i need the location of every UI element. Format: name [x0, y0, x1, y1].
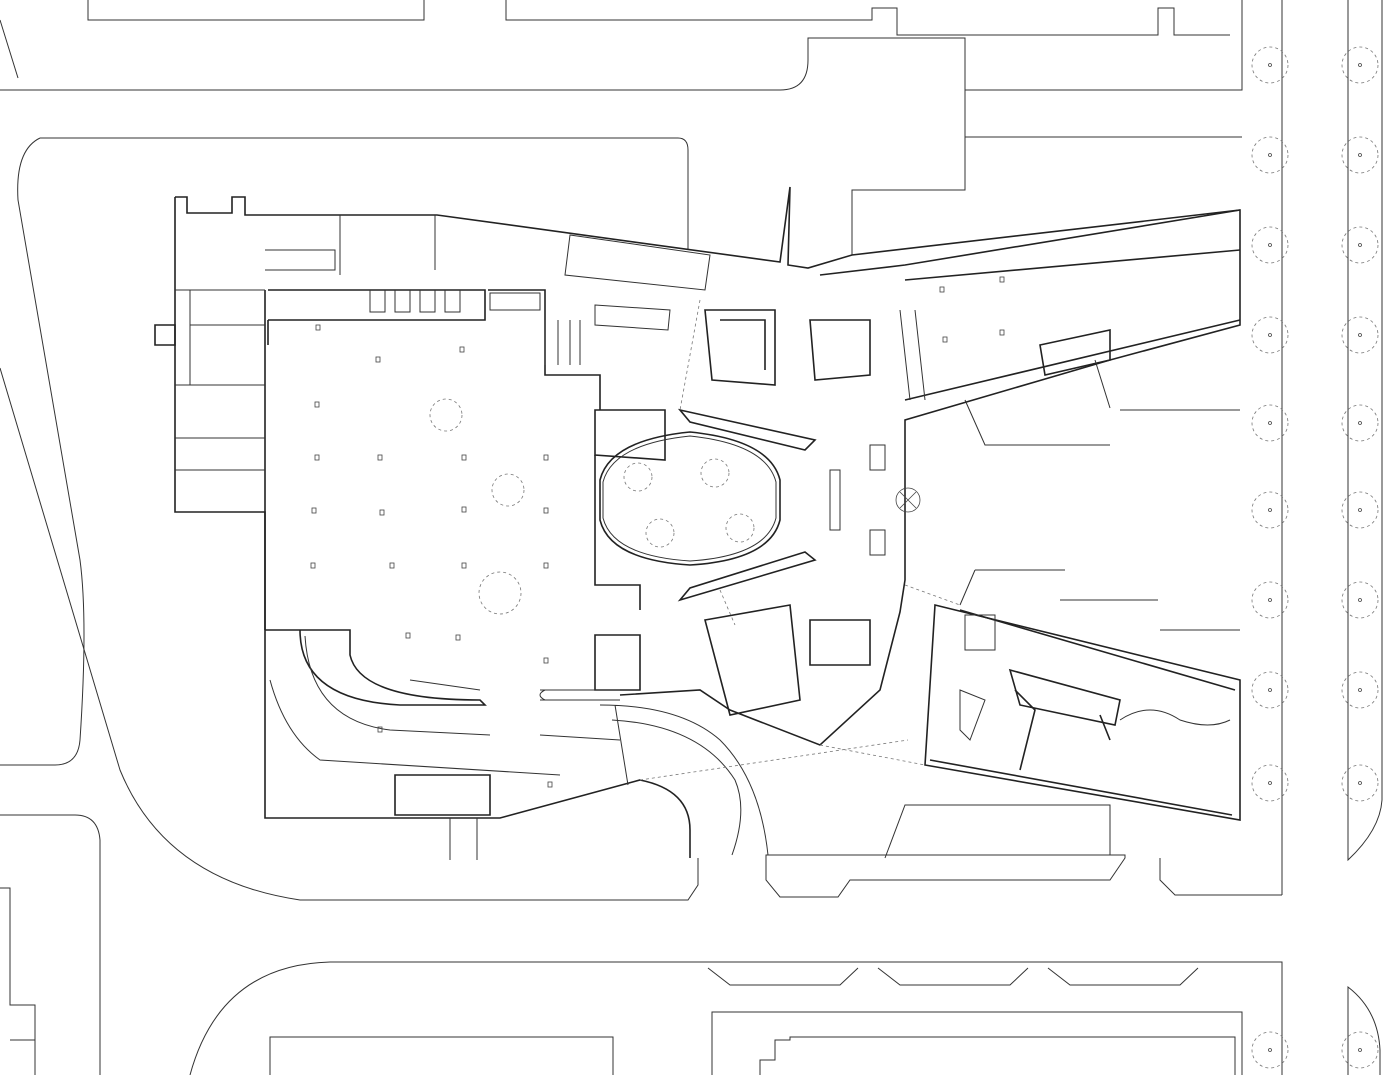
column	[315, 324, 321, 331]
tree	[1341, 316, 1379, 354]
column	[939, 286, 945, 293]
tree-center	[1268, 153, 1272, 157]
column	[543, 657, 549, 664]
column	[377, 454, 383, 461]
tree-center	[1268, 688, 1272, 692]
tree	[1251, 1031, 1289, 1069]
tree	[1251, 136, 1289, 174]
column	[314, 454, 320, 461]
column	[999, 329, 1005, 336]
tree	[1251, 316, 1289, 354]
building-outline	[154, 186, 1241, 860]
tree-center	[1358, 508, 1362, 512]
street-trees	[1251, 46, 1379, 1069]
column	[547, 781, 553, 788]
tree-center	[1268, 508, 1272, 512]
column	[455, 634, 461, 641]
tree	[1341, 136, 1379, 174]
column	[314, 401, 320, 408]
tree	[1341, 764, 1379, 802]
tree	[1251, 404, 1289, 442]
tree-center	[1358, 63, 1362, 67]
tree	[1251, 46, 1289, 84]
column	[942, 336, 948, 343]
column	[375, 356, 381, 363]
main-hall	[429, 299, 961, 781]
tree	[1341, 581, 1379, 619]
tree-center	[1268, 243, 1272, 247]
column	[377, 726, 383, 733]
tree-center	[1358, 421, 1362, 425]
tree	[1251, 671, 1289, 709]
tree-center	[1268, 333, 1272, 337]
tree	[1341, 1031, 1379, 1069]
tree-center	[1268, 63, 1272, 67]
tree-center	[1358, 1048, 1362, 1052]
tree-center	[1358, 333, 1362, 337]
tree	[1341, 46, 1379, 84]
tree	[1251, 226, 1289, 264]
column	[389, 562, 395, 569]
tree	[1341, 491, 1379, 529]
column	[543, 454, 549, 461]
column	[461, 454, 467, 461]
tree-center	[1358, 598, 1362, 602]
tree-center	[1358, 243, 1362, 247]
column	[459, 346, 465, 353]
tree	[1341, 404, 1379, 442]
column	[999, 276, 1005, 283]
tree-center	[1268, 421, 1272, 425]
column	[543, 562, 549, 569]
tree	[1251, 764, 1289, 802]
column	[461, 562, 467, 569]
oval-hall	[599, 431, 781, 566]
tree-center	[1268, 781, 1272, 785]
column	[310, 562, 316, 569]
tree-center	[1358, 781, 1362, 785]
tree-center	[1268, 1048, 1272, 1052]
column	[461, 506, 467, 513]
tree	[1251, 491, 1289, 529]
tree-center	[1268, 598, 1272, 602]
column	[405, 632, 411, 639]
columns	[310, 276, 1005, 788]
column	[543, 507, 549, 514]
tree-center	[1358, 688, 1362, 692]
tree	[1341, 226, 1379, 264]
column	[379, 509, 385, 516]
tree-center	[1358, 153, 1362, 157]
column	[311, 507, 317, 514]
tree	[1251, 581, 1289, 619]
tree	[1341, 671, 1379, 709]
